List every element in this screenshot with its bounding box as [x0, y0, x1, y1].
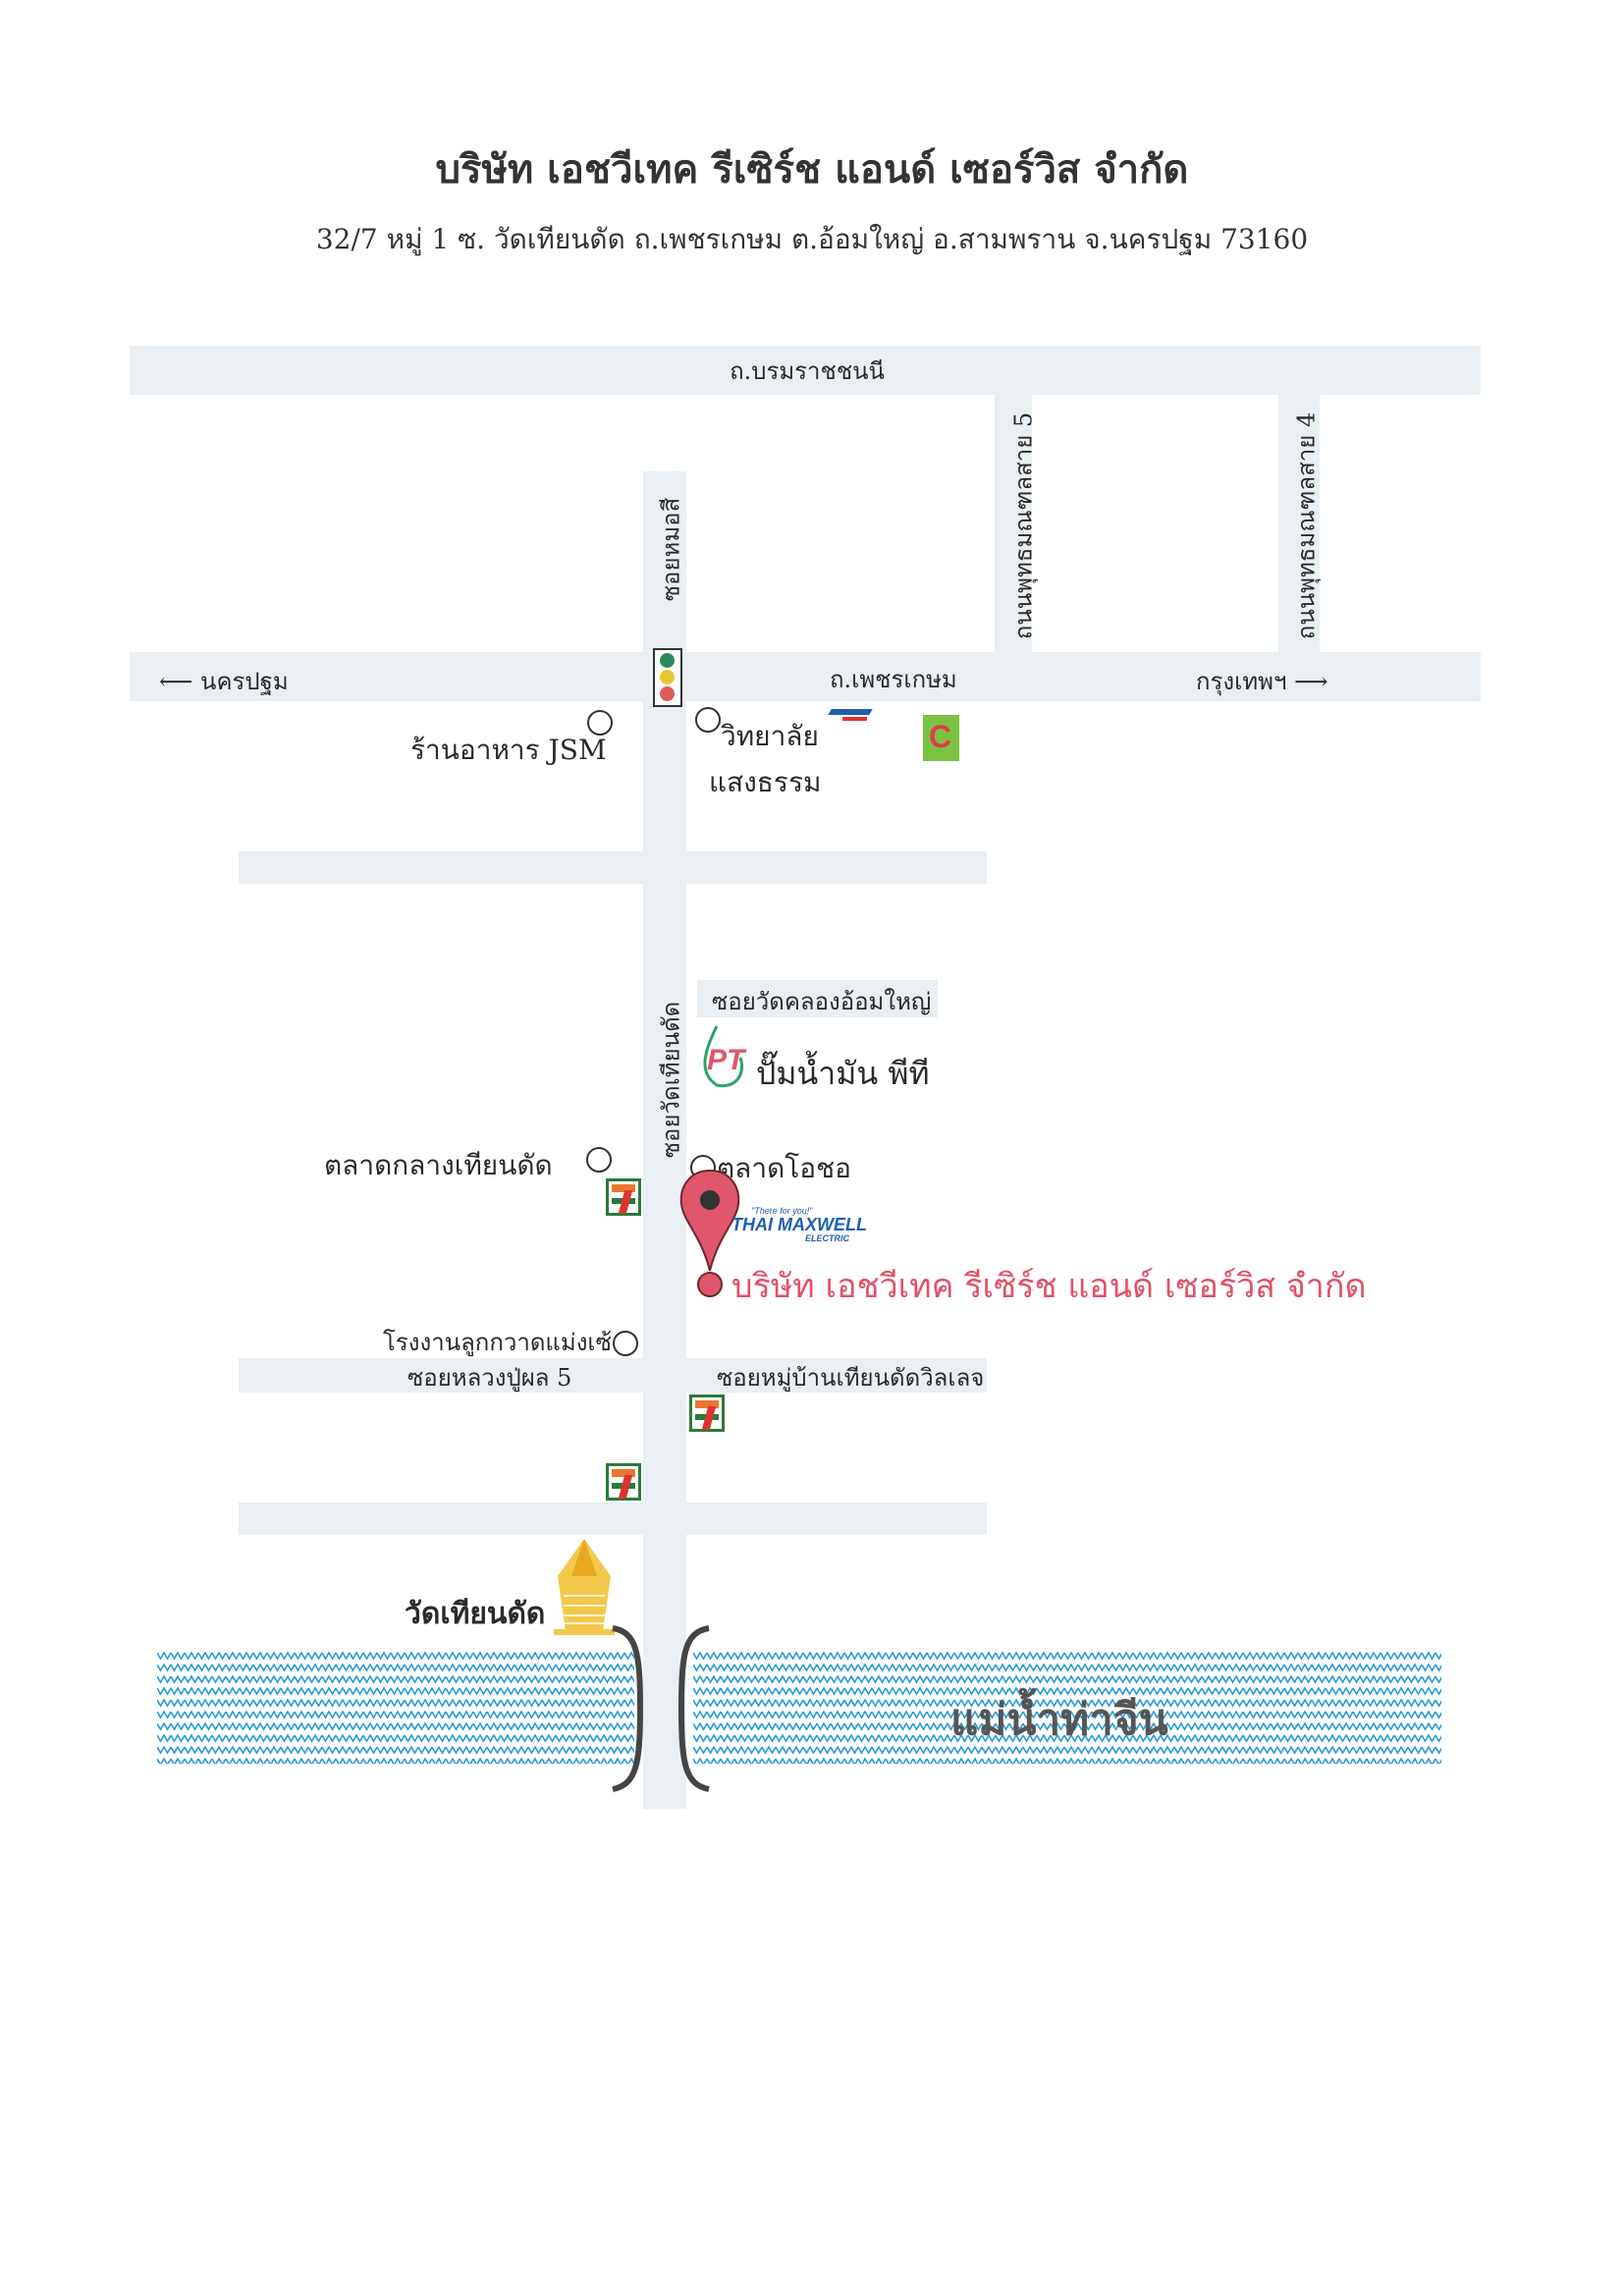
thai-maxwell-logo: "There for you!" THAI MAXWELL ELECTRIC: [731, 1206, 869, 1247]
tian-dat-market-marker: [586, 1147, 612, 1173]
label-soi-luang-pu-phon-5: ซอยหลวงปู่ผล 5: [407, 1364, 572, 1392]
road-borommaratchachonnani: [130, 346, 1481, 395]
jsm-restaurant-label: ร้านอาหาร JSM: [410, 734, 607, 766]
svg-text:PT: PT: [707, 1044, 747, 1076]
candy-factory-marker: [613, 1331, 638, 1356]
label-soi-wat-tian-dat: ซอยวัดเทียนดัด: [657, 1001, 685, 1159]
seven-eleven-icon: [689, 1394, 725, 1432]
pt-station-label: ปั๊มน้ำมัน พีที: [756, 1055, 930, 1092]
college-marker: [695, 707, 721, 733]
label-soi-wat-khlong-om-yai: ซอยวัดคลองอ้อมใหญ่: [712, 988, 932, 1015]
road-side-3: [239, 1503, 987, 1535]
road-side-2: [239, 1358, 987, 1393]
arrow-left-icon: ⟵: [159, 668, 201, 695]
bigc-logo-icon: C: [923, 715, 959, 761]
label-to-bangkok: กรุงเทพฯ ⟶: [1196, 662, 1328, 700]
maxwell-sub: ELECTRIC: [805, 1233, 849, 1243]
label-soi-mo-si: ซอยหมอสี: [657, 497, 685, 602]
road-soi-khlong-om-yai: [697, 980, 938, 1017]
jsm-restaurant-marker: [587, 710, 613, 736]
road-side-1: [239, 851, 987, 884]
company-address: 32/7 หมู่ 1 ซ. วัดเทียนดัด ถ.เพชรเกษม ต.…: [315, 223, 1309, 255]
tha-chin-river: [157, 1650, 1441, 1764]
wat-tian-dat-label: วัดเทียนดัด: [405, 1597, 546, 1631]
road-phutthamonthon-4: [1278, 395, 1320, 652]
label-borommaratchachonnani: ถ.บรมราชชนนี: [730, 357, 885, 385]
road-phutthamonthon-5: [995, 395, 1032, 652]
candy-factory-label: โรงงานลูกกวาดแม่งเซ้ง: [383, 1329, 623, 1356]
traffic-light-icon: [653, 648, 682, 707]
label-phutthamonthon-4: ถนนพุทธมณฑลสาย 4: [1292, 411, 1321, 640]
college-label-line1: วิทยาลัย: [721, 720, 819, 752]
label-to-nakhon-pathom: ⟵ นครปฐม: [159, 662, 289, 700]
college-logo-icon: [828, 709, 873, 727]
company-title: บริษัท เอชวีเทค รีเซิร์ช แอนด์ เซอร์วิส …: [435, 146, 1189, 192]
label-soi-tian-dat-village: ซอยหมู่บ้านเทียนดัดวิลเลจ: [717, 1364, 985, 1392]
seven-eleven-icon: [606, 1463, 641, 1501]
tian-dat-market-label: ตลาดกลางเทียนดัด: [324, 1149, 553, 1181]
label-phetkasem: ถ.เพชรเกษม: [830, 666, 957, 693]
to-bangkok-text: กรุงเทพฯ: [1196, 668, 1287, 695]
maxwell-name: THAI MAXWELL: [731, 1215, 867, 1234]
bridge-icon: [612, 1625, 710, 1792]
to-nakhon-pathom-text: นครปฐม: [200, 668, 289, 695]
temple-icon: [554, 1539, 615, 1635]
seven-eleven-icon: [606, 1178, 641, 1216]
label-phutthamonthon-5: ถนนพุทธมณฑลสาย 5: [1009, 411, 1038, 640]
maxwell-tagline: "There for you!": [751, 1206, 813, 1216]
location-pin-icon: [679, 1169, 740, 1297]
arrow-right-icon: ⟶: [1286, 668, 1328, 695]
river-label: แม่น้ำท่าจีน: [950, 1695, 1168, 1745]
road-phetkasem: [130, 652, 1481, 701]
college-label-line2: แสงธรรม: [709, 766, 822, 798]
destination-label: บริษัท เอชวีเทค รีเซิร์ช แอนด์ เซอร์วิส …: [731, 1267, 1367, 1306]
pt-logo-icon: PT: [695, 1024, 750, 1089]
ochor-market-label: ตลาดโอชอ: [717, 1152, 851, 1184]
